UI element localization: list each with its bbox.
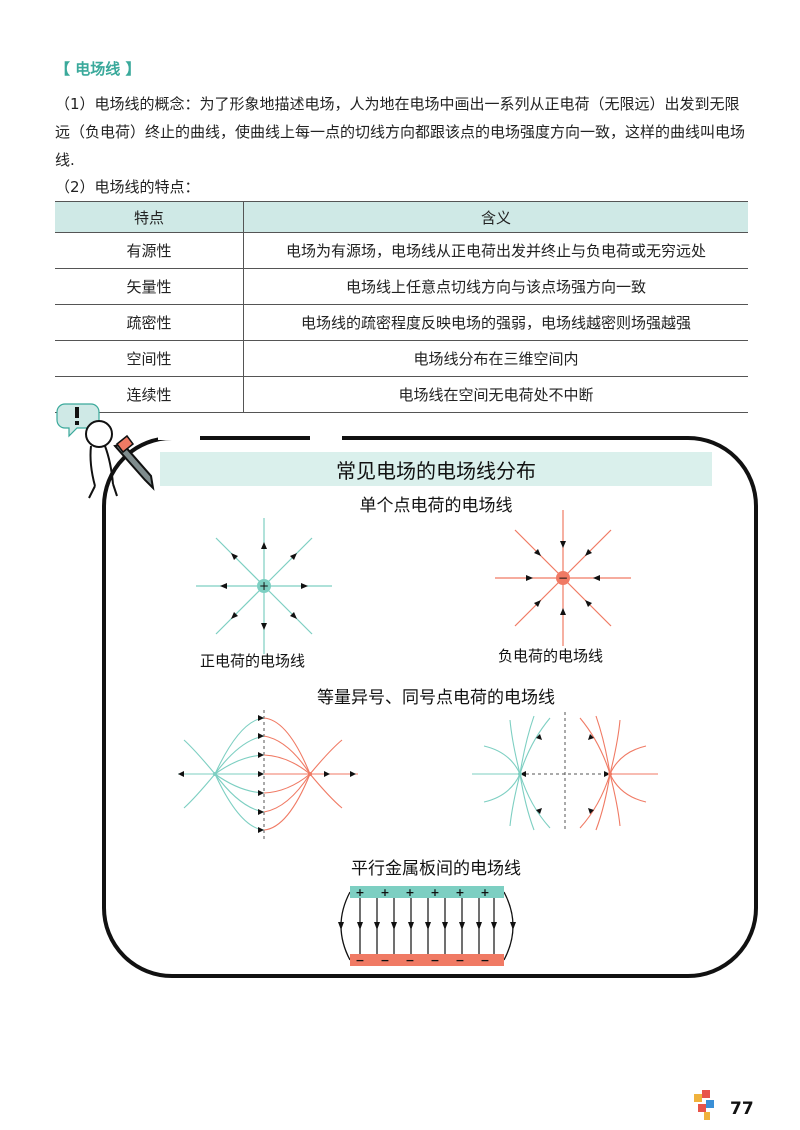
parallel-plates-diagram: + + + + + + − − − − − − <box>338 886 516 967</box>
panel-title: 常见电场的电场线分布 <box>336 459 536 483</box>
plate-plus-sign: + <box>430 886 439 899</box>
cell-feature: 连续性 <box>55 376 244 413</box>
plate-plus-sign: + <box>480 886 489 899</box>
table-row: 有源性电场为有源场，电场线从正电荷出发并终止与负电荷或无穷远处 <box>55 232 748 269</box>
dipole-heading: 等量异号、同号点电荷的电场线 <box>317 688 555 708</box>
features-heading: （2）电场线的特点： <box>55 178 200 196</box>
plate-minus-sign: − <box>455 954 464 967</box>
single-charge-heading: 单个点电荷的电场线 <box>359 496 513 516</box>
concept-paragraph: （1）电场线的概念：为了形象地描述电场，人为地在电场中画出一系列从正电荷（无限远… <box>55 95 746 169</box>
cell-meaning: 电场线的疏密程度反映电场的强弱，电场线越密则场强越强 <box>243 304 748 341</box>
negative-sign: − <box>558 571 568 585</box>
cell-feature: 空间性 <box>55 340 244 377</box>
mascot-pencil-icon <box>56 403 155 499</box>
plate-minus-sign: − <box>405 954 414 967</box>
plate-minus-sign: − <box>480 954 489 967</box>
section-tag: 【 电场线 】 <box>55 60 141 78</box>
table-row: 连续性电场线在空间无电荷处不中断 <box>55 376 748 413</box>
plate-plus-sign: + <box>455 886 464 899</box>
positive-charge-diagram: + <box>196 518 332 654</box>
panel-title-banner <box>160 452 712 486</box>
parallel-plates-heading: 平行金属板间的电场线 <box>351 859 521 879</box>
plate-minus-sign: − <box>355 954 364 967</box>
plate-minus-sign: − <box>430 954 439 967</box>
page-number: 77 <box>730 1099 754 1119</box>
publisher-logo-icon <box>694 1090 714 1120</box>
cell-meaning: 电场线上任意点切线方向与该点场强方向一致 <box>243 268 748 305</box>
plate-minus-sign: − <box>380 954 389 967</box>
negative-charge-diagram: − <box>495 510 631 646</box>
field-lines-panel <box>102 436 758 978</box>
cell-feature: 疏密性 <box>55 304 244 341</box>
opposite-charges-diagram <box>178 710 358 840</box>
table-row: 空间性电场线分布在三维空间内 <box>55 340 748 377</box>
positive-charge-caption: 正电荷的电场线 <box>200 652 306 670</box>
cell-feature: 有源性 <box>55 232 244 269</box>
table-row: 疏密性电场线的疏密程度反映电场的强弱，电场线越密则场强越强 <box>55 304 748 341</box>
panel-border-gap <box>158 432 200 440</box>
header-feature: 特点 <box>55 201 244 233</box>
positive-sign: + <box>259 579 269 593</box>
negative-charge-caption: 负电荷的电场线 <box>498 647 604 665</box>
table-header-row: 特点 含义 <box>55 201 748 233</box>
table-row: 矢量性电场线上任意点切线方向与该点场强方向一致 <box>55 268 748 305</box>
panel-border-gap <box>310 432 342 440</box>
like-charges-diagram <box>472 712 658 832</box>
cell-meaning: 电场为有源场，电场线从正电荷出发并终止与负电荷或无穷远处 <box>243 232 748 269</box>
cell-meaning: 电场线在空间无电荷处不中断 <box>243 376 748 413</box>
plate-plus-sign: + <box>355 886 364 899</box>
plate-plus-sign: + <box>380 886 389 899</box>
cell-meaning: 电场线分布在三维空间内 <box>243 340 748 377</box>
features-table: 特点 含义 有源性电场为有源场，电场线从正电荷出发并终止与负电荷或无穷远处 矢量… <box>55 201 748 413</box>
cell-feature: 矢量性 <box>55 268 244 305</box>
header-meaning: 含义 <box>243 201 748 233</box>
plate-plus-sign: + <box>405 886 414 899</box>
